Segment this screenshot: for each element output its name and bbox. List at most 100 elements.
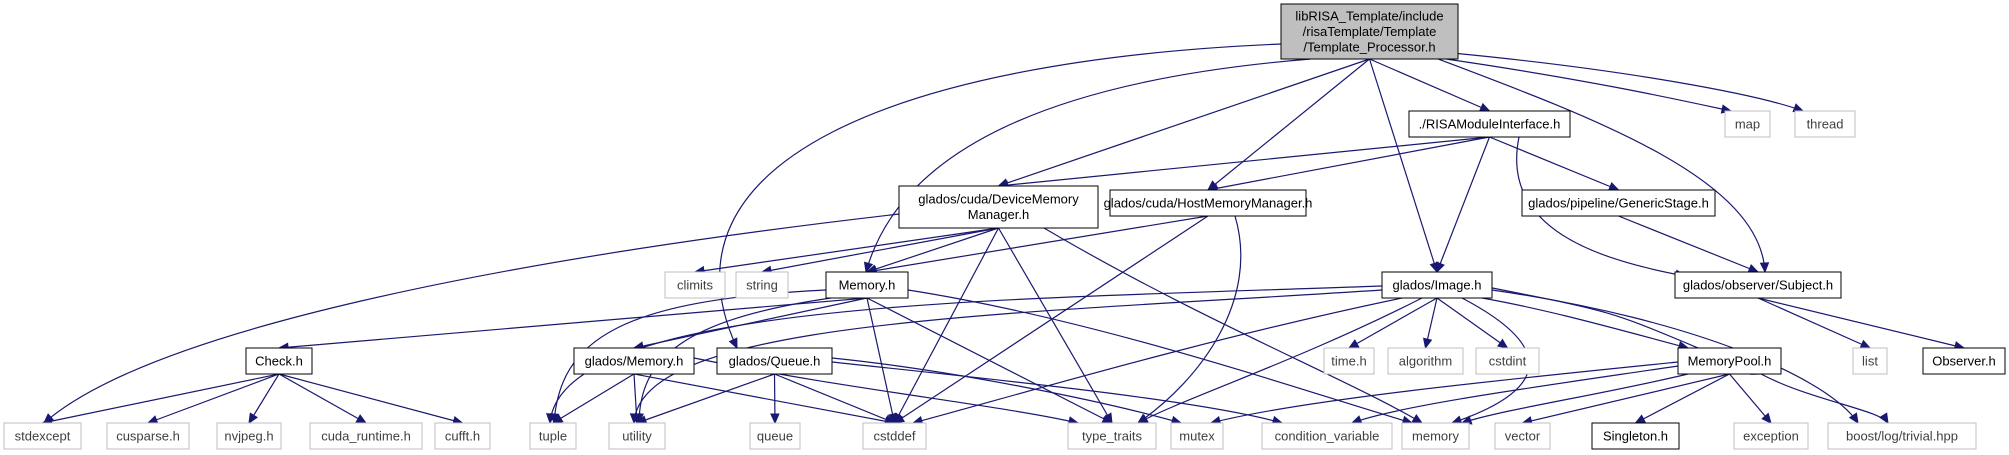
node-gs[interactable]: glados/pipeline/GenericStage.h (1521, 189, 1716, 217)
node-box (1261, 422, 1393, 450)
node-box (216, 422, 282, 450)
node-label: boost/log/trivial.hpp (1846, 428, 1958, 443)
node-rmi[interactable]: ./RISAModuleInterface.h (1408, 110, 1571, 138)
edge-line (1461, 373, 1689, 424)
node-box (1401, 422, 1470, 450)
arrow-head-icon (863, 261, 874, 274)
nodes-layer: libRISA_Template/include/risaTemplate/Te… (3, 3, 2006, 450)
node-label: climits (677, 277, 714, 292)
edge-line (1369, 58, 1490, 112)
edge-line (43, 213, 900, 424)
edge-line (893, 227, 1000, 424)
node-box (825, 271, 909, 299)
node-label: vector (1505, 428, 1541, 443)
node-gq[interactable]: glados/Queue.h (716, 347, 833, 375)
arrow-head-icon (1411, 414, 1424, 424)
node-box (1323, 347, 1375, 375)
node-condvar: condition_variable (1261, 422, 1393, 450)
edge-line (552, 373, 635, 424)
node-label: nvjpeg.h (224, 428, 273, 443)
node-label: map (1735, 116, 1760, 131)
arrow-head-icon (1848, 412, 1859, 425)
node-label: ./RISAModuleInterface.h (1419, 116, 1561, 131)
node-label: glados/pipeline/GenericStage.h (1528, 195, 1709, 210)
edge-memh-to-check (277, 297, 868, 352)
arrow-head-icon (1878, 412, 1889, 425)
arrow-head-icon (1792, 103, 1805, 113)
node-box (1494, 422, 1551, 450)
edge-img-to-tuple (546, 285, 1383, 425)
node-label: cufft.h (445, 428, 480, 443)
edge-gmem-to-cstddef (633, 373, 896, 426)
edge-line (831, 361, 1283, 424)
node-mutex: mutex (1170, 422, 1224, 450)
edge-root-to-map (1445, 58, 1733, 114)
node-label: string (746, 277, 778, 292)
edge-line (1618, 215, 1759, 273)
node-label: cstddef (874, 428, 916, 443)
edge-line (761, 227, 999, 273)
edge-line (1137, 215, 1242, 424)
edge-gmem-to-utility (631, 373, 642, 425)
edge-line (1207, 58, 1370, 191)
node-label: glados/Image.h (1393, 277, 1482, 292)
edge-line (1516, 136, 1686, 277)
node-box (1387, 347, 1464, 375)
node-box (1794, 110, 1856, 138)
node-queue: queue (749, 422, 801, 450)
node-mpool[interactable]: MemoryPool.h (1677, 347, 1782, 375)
node-label: exception (1743, 428, 1799, 443)
edge-line (278, 297, 868, 349)
node-label: libRISA_Template/include (1295, 8, 1443, 23)
node-box (749, 422, 801, 450)
edge-rmi-to-dmm (997, 136, 1490, 190)
node-box (1827, 422, 1977, 450)
node-hmm[interactable]: glados/cuda/HostMemoryManager.h (1104, 189, 1313, 217)
node-label: glados/observer/Subject.h (1683, 277, 1833, 292)
arrow-head-icon (1435, 261, 1445, 274)
edge-line (549, 285, 1383, 424)
edge-line (42, 373, 280, 424)
node-label: memory (1412, 428, 1459, 443)
arrow-head-icon (631, 413, 642, 425)
edge-line (1351, 365, 1679, 424)
node-root[interactable]: libRISA_Template/include/risaTemplate/Te… (1280, 3, 1459, 60)
node-gmem[interactable]: glados/Memory.h (573, 347, 695, 375)
node-singleton[interactable]: Singleton.h (1591, 422, 1680, 450)
edge-line (633, 289, 1383, 424)
edge-line (633, 373, 895, 424)
node-thread: thread (1794, 110, 1856, 138)
node-cstddef: cstddef (862, 422, 927, 450)
node-box (1067, 422, 1157, 450)
edge-check-to-stdexcept (41, 373, 280, 426)
node-check[interactable]: Check.h (245, 347, 313, 375)
node-subj[interactable]: glados/observer/Subject.h (1674, 271, 1842, 299)
node-box (1475, 347, 1540, 375)
node-label: Check.h (255, 353, 303, 368)
edge-check-to-cudart (278, 373, 368, 424)
node-typetraits: type_traits (1067, 422, 1157, 450)
edge-img-to-cstdint (1436, 297, 1509, 349)
edge-line (1348, 297, 1438, 349)
node-label: /risaTemplate/Template (1303, 24, 1437, 39)
edge-img-to-typetraits (1136, 297, 1423, 424)
node-box (1591, 422, 1680, 450)
node-box (309, 422, 423, 450)
edge-mpool-to-vector (1521, 373, 1730, 426)
node-memh[interactable]: Memory.h (825, 271, 909, 299)
edges-layer (41, 43, 1966, 426)
edge-line (831, 357, 1182, 424)
node-algorithm: algorithm (1387, 347, 1464, 375)
edge-line (998, 136, 1490, 187)
edge-check-to-nvjpeg (248, 373, 280, 425)
edge-line (998, 58, 1370, 187)
node-box (735, 271, 789, 299)
edge-check-to-cusparse (146, 373, 280, 425)
node-label: Singleton.h (1603, 428, 1668, 443)
edge-line (1635, 373, 1730, 424)
edge-line (866, 227, 999, 273)
node-img[interactable]: glados/Image.h (1381, 271, 1493, 299)
node-obs[interactable]: Observer.h (1922, 347, 2006, 375)
arrow-head-icon (1478, 102, 1491, 112)
